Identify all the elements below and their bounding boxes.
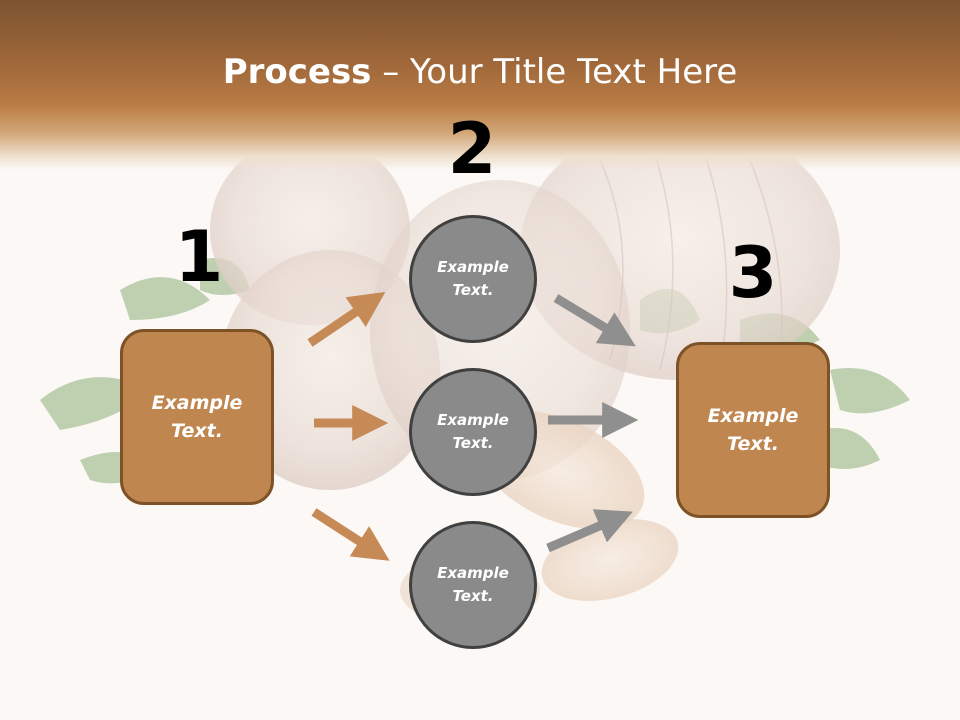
step-1-box-text: Example Text. — [151, 391, 243, 443]
step-1-box: Example Text. — [120, 329, 274, 505]
circle-top-text: Example Text. — [437, 257, 509, 299]
title-banner — [0, 0, 960, 170]
step-number-3: 3 — [728, 232, 778, 314]
arrow-down-right-orange — [311, 508, 390, 561]
step-2-circle-middle: Example Text. — [409, 368, 537, 496]
title-bold-part: Process — [222, 52, 372, 92]
circle-middle-text: Example Text. — [437, 410, 509, 452]
step-2-circle-top: Example Text. — [409, 215, 537, 343]
step-number-1: 1 — [174, 216, 224, 298]
arrow-down-right-gray — [553, 294, 636, 347]
step-3-box-text: Example Text. — [707, 404, 799, 456]
step-2-circle-bottom: Example Text. — [409, 521, 537, 649]
step-number-2: 2 — [447, 108, 497, 190]
slide-title: Process – Your Title Text Here — [0, 52, 960, 92]
step-3-box: Example Text. — [676, 342, 830, 518]
circle-bottom-text: Example Text. — [437, 563, 509, 605]
arrow-up-right-orange — [307, 291, 386, 347]
title-rest-part: – Your Title Text Here — [371, 52, 738, 92]
arrow-up-right-gray — [546, 509, 633, 553]
